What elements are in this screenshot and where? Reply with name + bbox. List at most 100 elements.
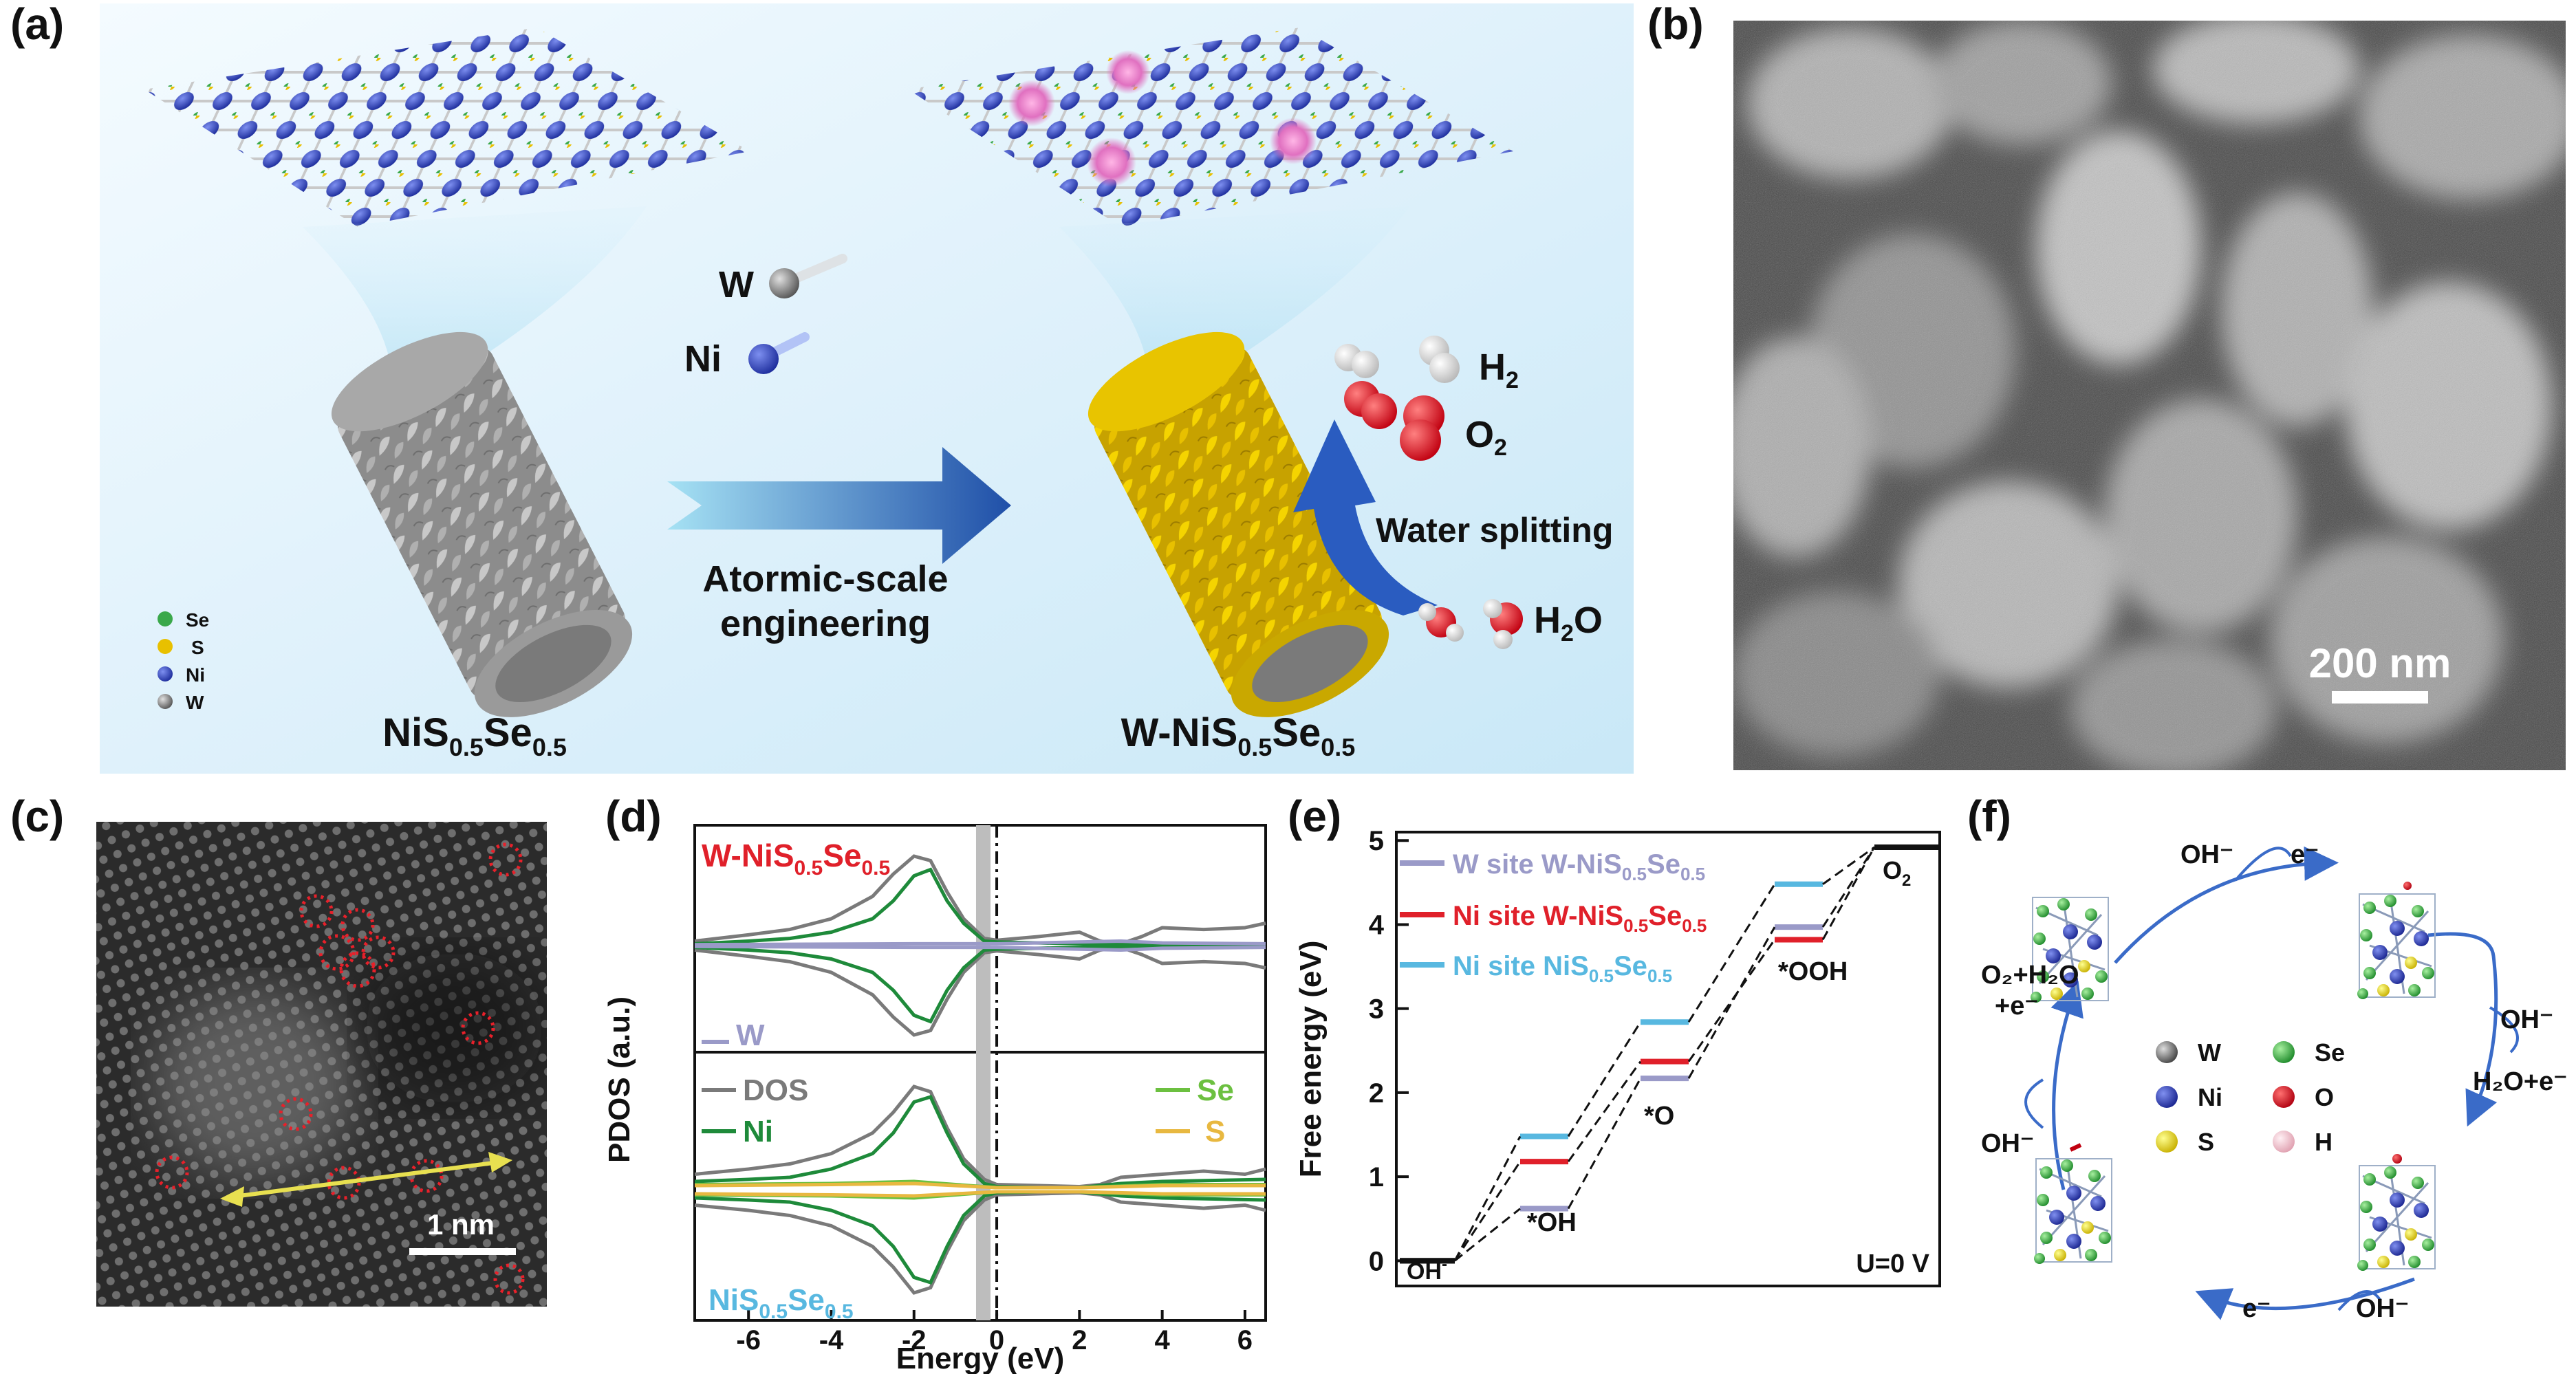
sem-scale-bar: [2332, 691, 2428, 704]
pdos-series-bottom-dos-down: [694, 1190, 1266, 1295]
fe-step-ohminus: OH-: [1407, 1255, 1447, 1285]
cycle-top-e: e⁻: [2291, 840, 2319, 869]
nanorod-yellow: [1087, 331, 1389, 717]
pdos-legend-se: Se: [1197, 1073, 1234, 1107]
pdos-xtick-label: -4: [819, 1325, 844, 1355]
left-material-name: NiS0.5Se0.5: [382, 710, 567, 761]
right-material-name: W-NiS0.5Se0.5: [1121, 710, 1356, 761]
fe-connector-1-3: [1687, 939, 1776, 1062]
svg-text:S: S: [2198, 1128, 2214, 1156]
fe-ytick-label: 2: [1369, 1078, 1384, 1109]
line-profile-arrow: [233, 1160, 499, 1199]
cycle-legend: W Se Ni O S H: [2156, 1038, 2345, 1156]
fe-connector-0-2: [1567, 1078, 1642, 1210]
pdos-legend-s: S: [1205, 1115, 1225, 1148]
ni-atom-label: Ni: [684, 338, 722, 380]
cycle-left-oh: OH⁻: [1981, 1129, 2034, 1158]
reaction-cycle: W Se Ni O S H OH⁻ e⁻ OH⁻ H₂O+e⁻ e⁻ OH⁻ O…: [1981, 840, 2567, 1323]
svg-text:Se: Se: [186, 609, 209, 631]
fe-ytick-label: 5: [1369, 826, 1384, 856]
lattice-left: [144, 28, 750, 227]
fe-connector-0-1: [1454, 1208, 1521, 1262]
cycle-left-prod1: O₂+H₂O: [1981, 961, 2079, 990]
nanorod-gray: [331, 331, 633, 717]
pdos-xtick-label: -2: [902, 1325, 927, 1355]
pdos-chart: -6 -4 -2 0 2 4 6 PDOS (a.u.) Energy (eV) W-NiS…: [605, 824, 1267, 1374]
arrow-text-2: engineering: [720, 603, 931, 644]
sem-scale-text: 200 nm: [2309, 640, 2451, 686]
fe-connector-2-4: [1822, 846, 1875, 885]
element-legend: Se S Ni W: [158, 609, 209, 713]
pdos-xtick-label: 0: [989, 1325, 1004, 1355]
pdos-legend-ni: Ni: [743, 1115, 773, 1148]
o2-label: O2: [1465, 414, 1507, 461]
fe-legend-w: W site W-NiS0.5Se0.5: [1453, 849, 1705, 884]
pdos-series-top-ni-down: [694, 944, 1266, 1024]
fe-connector-1-2: [1567, 1060, 1642, 1162]
cluster-bottom-left: [2033, 1157, 2113, 1265]
h2o-label: H2O: [1534, 600, 1603, 646]
lattice-right: [908, 28, 1513, 227]
pdos-legend-dos: DOS: [743, 1073, 808, 1107]
pdos-series-top-w-up: [694, 939, 1266, 947]
fe-ytick-label: 3: [1369, 994, 1384, 1025]
pdos-xtick-label: -6: [736, 1325, 761, 1355]
cycle-arrow-left: [2050, 981, 2083, 1190]
w-atom: [769, 268, 799, 298]
haadf-scale-text: 1 nm: [427, 1208, 495, 1241]
fe-connector-1-1: [1453, 1161, 1522, 1262]
fe-step-oh: *OH: [1527, 1208, 1577, 1237]
panel-e-label: (e): [1288, 792, 1342, 841]
panel-c-label: (c): [10, 792, 65, 841]
svg-text:H: H: [2315, 1128, 2333, 1156]
cycle-top-oh: OH⁻: [2180, 840, 2233, 869]
pdos-xlabel: Energy (eV): [896, 1342, 1065, 1374]
panel-b-label: (b): [1647, 0, 1704, 49]
cycle-right-prod: H₂O+e⁻: [2473, 1067, 2567, 1096]
fe-ytick-label: 1: [1369, 1162, 1384, 1192]
fe-connector-0-4: [1821, 847, 1876, 928]
pdos-xtick-label: 4: [1155, 1325, 1171, 1355]
pdos-w-label: W: [736, 1018, 765, 1052]
fe-connector-0-3: [1687, 926, 1776, 1079]
panel-f-label: (f): [1967, 792, 2011, 841]
fe-ylabel: Free energy (eV): [1294, 941, 1328, 1178]
pdos-series-top-dos-down: [694, 946, 1266, 1037]
h2-label: H2: [1479, 347, 1519, 393]
water-splitting-arrow: [1293, 419, 1438, 615]
svg-text:W: W: [186, 692, 204, 713]
fe-frame: [1395, 831, 1941, 1287]
pdos-series-top-ni-up: [694, 867, 1266, 947]
w-atom-label: W: [719, 264, 754, 305]
svg-text:O: O: [2315, 1083, 2334, 1111]
cycle-left-prod2: +e⁻: [1995, 992, 2038, 1021]
fe-ytick-label: 0: [1369, 1246, 1384, 1276]
pdos-series-top-w-down: [694, 944, 1266, 952]
fe-connector-2-1: [1453, 1135, 1522, 1262]
fe-legend-ni: Ni site NiS0.5Se0.5: [1453, 951, 1672, 986]
pdos-series-bottom-dos-up: [694, 1084, 1266, 1189]
fe-step-o2: O2: [1883, 856, 1911, 890]
svg-text:W: W: [2198, 1038, 2221, 1067]
pdos-series-bottom-s-up: [694, 1181, 1266, 1190]
schematic-panel: Atormic-scale engineering W Ni Water spl…: [100, 3, 1634, 774]
pdos-series-top-dos-up: [694, 854, 1266, 946]
fe-connector-2-3: [1687, 883, 1776, 1023]
pdos-xtick-label: 6: [1237, 1325, 1253, 1355]
svg-text:Ni: Ni: [186, 664, 205, 686]
cycle-arrow-right: [2427, 932, 2498, 1127]
pdos-series-bottom-s-down: [694, 1190, 1266, 1198]
svg-text:S: S: [191, 637, 204, 658]
pdos-ylabel: PDOS (a.u.): [605, 996, 636, 1163]
cluster-bottom-right: [2356, 1164, 2436, 1272]
cycle-bottom-e: e⁻: [2242, 1294, 2271, 1323]
fe-connector-1-4: [1821, 847, 1876, 941]
ni-atom: [748, 344, 779, 374]
water-splitting-text: Water splitting: [1376, 511, 1613, 549]
fe-step-ooh: *OOH: [1778, 957, 1848, 986]
panel-a-label: (a): [10, 0, 65, 49]
cycle-arrow-bottom: [2195, 1277, 2415, 1320]
pdos-top-title: W-NiS0.5Se0.5: [702, 838, 890, 880]
pdos-xtick-label: 2: [1072, 1325, 1087, 1355]
